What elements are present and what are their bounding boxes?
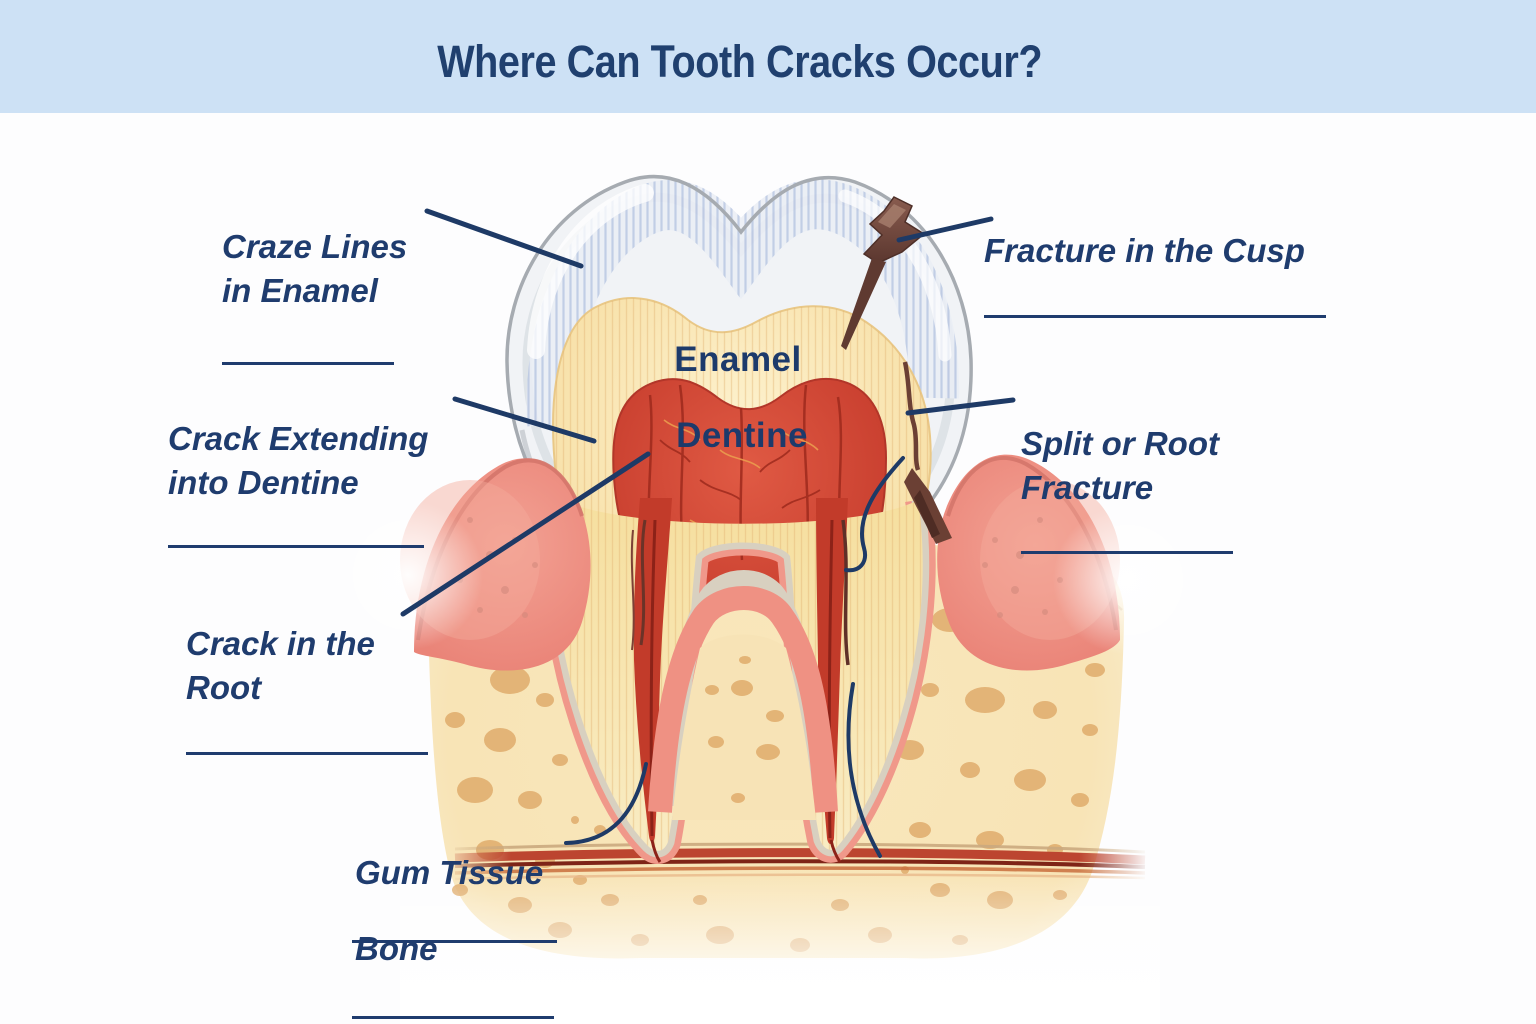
header-band: Where Can Tooth Cracks Occur? — [0, 0, 1536, 113]
split-fracture-wedge — [904, 468, 952, 544]
cracks — [841, 196, 952, 544]
callout-gum-tissue: Gum Tissue — [352, 807, 557, 987]
label-enamel: Enamel — [674, 340, 802, 379]
underline — [984, 315, 1326, 318]
split-indicator-curve — [844, 456, 905, 573]
root-indicator-curve — [846, 682, 882, 858]
underline — [352, 1016, 554, 1019]
callout-crack-in-root: Crack in the Root — [186, 578, 428, 799]
furcation — [648, 570, 838, 820]
label-dentine: Dentine — [676, 416, 808, 455]
page-title: Where Can Tooth Cracks Occur? — [437, 36, 1043, 87]
split-crack-root-mark — [841, 519, 850, 666]
underline — [352, 940, 557, 943]
gum-tissue-left — [333, 458, 591, 671]
leader-craze-lines — [424, 208, 584, 269]
leader-lines — [400, 208, 1016, 858]
crack-in-root-mark — [639, 519, 647, 646]
leader-crack-dentine — [452, 396, 597, 444]
underline — [186, 752, 428, 755]
underline — [168, 545, 424, 548]
callout-fracture-cusp: Fracture in the Cusp — [984, 185, 1326, 362]
cusp-fracture-tail — [841, 258, 886, 350]
leader-fracture-cusp — [896, 216, 994, 243]
leader-gum-tissue — [564, 762, 648, 845]
vessel-band — [454, 842, 1146, 881]
leader-split-root — [905, 397, 1016, 416]
underline — [1021, 551, 1233, 554]
callout-split-root-fracture: Split or Root Fracture — [1021, 378, 1233, 598]
craze-lines-texture — [526, 179, 960, 427]
gum-tissue-right — [937, 454, 1203, 671]
underline — [222, 362, 394, 365]
callout-craze-lines: Craze Lines in Enamel — [222, 181, 407, 409]
callout-bone: Bone — [352, 883, 554, 1024]
callout-crack-into-dentine: Crack Extending into Dentine — [168, 373, 428, 592]
split-fracture-line — [902, 361, 921, 471]
leader-crack-root — [400, 451, 651, 617]
